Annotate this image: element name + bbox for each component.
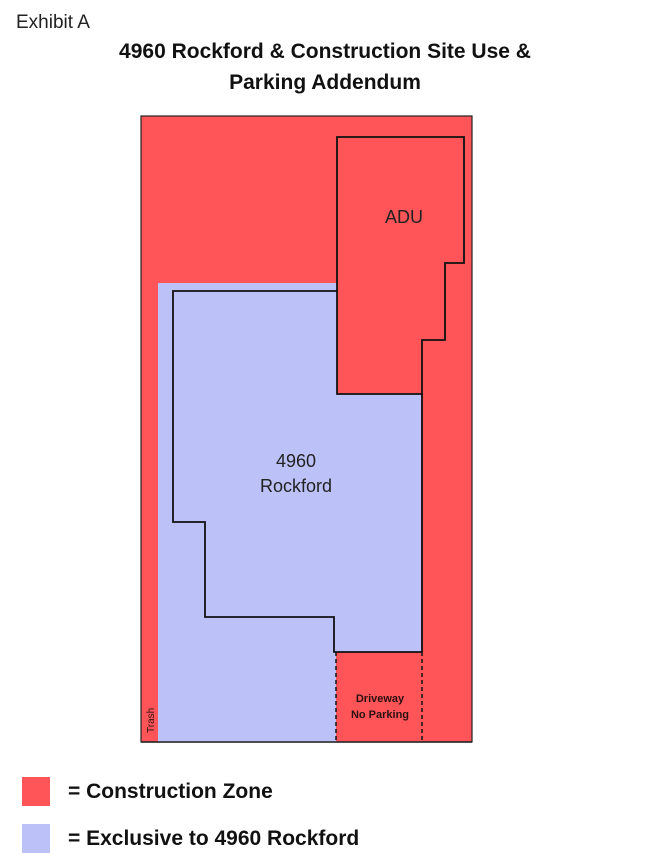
construction-swatch: [22, 777, 50, 806]
house-label-line2: Rockford: [260, 476, 332, 496]
legend-item-construction: = Construction Zone: [22, 777, 273, 806]
driveway-label-line1: Driveway: [356, 693, 405, 705]
driveway-label-line2: No Parking: [351, 709, 409, 721]
legend-item-exclusive: = Exclusive to 4960 Rockford: [22, 824, 359, 853]
house-label-line1: 4960: [276, 451, 316, 471]
driveway-area: [336, 652, 422, 742]
exclusive-swatch: [22, 824, 50, 853]
adu-building: [336, 136, 465, 395]
page-title-line1: 4960 Rockford & Construction Site Use &: [119, 40, 531, 63]
legend-label-exclusive: = Exclusive to 4960 Rockford: [68, 826, 360, 850]
legend-label-construction: = Construction Zone: [68, 779, 273, 803]
adu-label: ADU: [385, 207, 423, 227]
house-outline: [172, 290, 423, 653]
exhibit-label: Exhibit A: [16, 12, 90, 33]
trash-label: Trash: [146, 708, 157, 733]
page-title-line2: Parking Addendum: [229, 71, 421, 94]
